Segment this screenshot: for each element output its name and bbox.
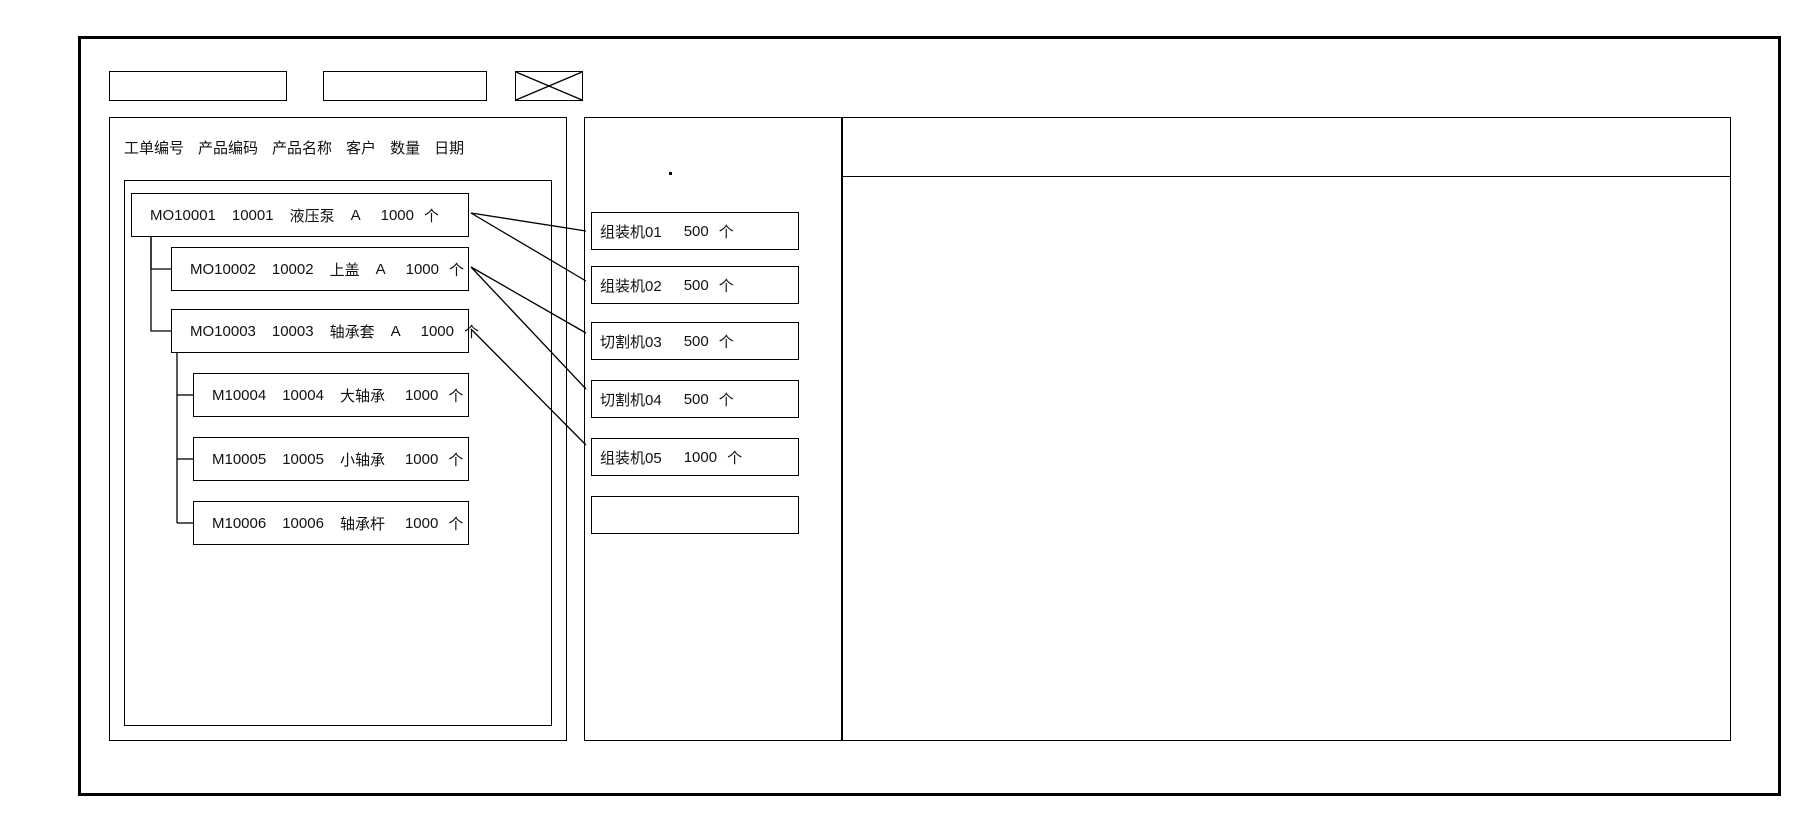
row-part-name: 小轴承 bbox=[339, 451, 385, 469]
row-customer: A bbox=[350, 206, 361, 224]
row-unit: 个 bbox=[449, 261, 465, 279]
orders-column-headers: 工单编号 产品编码 产品名称 客户 数量 日期 bbox=[124, 140, 524, 158]
machine-name: 切割机04 bbox=[600, 391, 662, 409]
table-row[interactable]: M10006 10006 轴承杆 1000 个 bbox=[193, 501, 469, 545]
row-order-no: M10004 bbox=[212, 386, 267, 404]
row-part-code: 10001 bbox=[231, 206, 274, 224]
row-part-code: 10002 bbox=[271, 260, 314, 278]
row-part-name: 液压泵 bbox=[289, 207, 335, 225]
row-part-name: 大轴承 bbox=[339, 387, 385, 405]
machines-panel: 组装机01 500 个 组装机02 500 个 切割机03 500 个 切割机0… bbox=[584, 117, 842, 741]
table-row[interactable]: MO10002 10002 上盖 A 1000 个 bbox=[171, 247, 469, 291]
row-qty: 1000 bbox=[404, 514, 439, 532]
row-qty: 1000 bbox=[404, 450, 439, 468]
row-order-no: MO10003 bbox=[190, 322, 256, 340]
list-item[interactable]: 切割机04 500 个 bbox=[591, 380, 799, 418]
toolbar-field-1[interactable] bbox=[109, 71, 287, 101]
row-part-code: 10003 bbox=[271, 322, 314, 340]
row-part-code: 10006 bbox=[282, 514, 324, 532]
row-part-name: 轴承杆 bbox=[339, 515, 385, 533]
detail-panel bbox=[842, 117, 1731, 741]
machine-unit: 个 bbox=[718, 277, 734, 295]
table-row[interactable]: MO10003 10003 轴承套 A 1000 个 bbox=[171, 309, 479, 353]
application-window: 工单编号 产品编码 产品名称 客户 数量 日期 bbox=[78, 36, 1781, 796]
row-qty: 1000 bbox=[405, 260, 439, 278]
machines-panel-marker bbox=[669, 172, 672, 175]
row-order-no: MO10001 bbox=[150, 206, 216, 224]
column-header-qty: 数量 bbox=[390, 140, 421, 157]
toolbar-field-2[interactable] bbox=[323, 71, 487, 101]
row-part-code: 10004 bbox=[282, 386, 324, 404]
machine-unit: 个 bbox=[718, 223, 734, 241]
machine-unit: 个 bbox=[727, 449, 743, 467]
column-header-part-code: 产品编码 bbox=[198, 140, 259, 157]
row-customer: A bbox=[390, 322, 401, 340]
column-header-date: 日期 bbox=[434, 140, 465, 157]
machine-name: 切割机03 bbox=[600, 333, 662, 351]
row-qty: 1000 bbox=[420, 322, 454, 340]
detail-header-divider bbox=[843, 176, 1730, 177]
column-header-part-name: 产品名称 bbox=[272, 140, 333, 157]
row-unit: 个 bbox=[448, 515, 464, 533]
machine-qty: 1000 bbox=[683, 448, 718, 466]
machine-qty: 500 bbox=[683, 222, 709, 240]
machine-unit: 个 bbox=[718, 391, 734, 409]
orders-tree[interactable]: MO10001 10001 液压泵 A 1000 个 MO10002 10002… bbox=[124, 180, 552, 726]
table-row[interactable]: MO10001 10001 液压泵 A 1000 个 bbox=[131, 193, 469, 237]
row-unit: 个 bbox=[448, 451, 464, 469]
row-part-name: 上盖 bbox=[329, 261, 360, 279]
machine-qty: 500 bbox=[683, 332, 709, 350]
machine-name: 组装机05 bbox=[600, 449, 662, 467]
row-qty: 1000 bbox=[380, 206, 414, 224]
row-part-name: 轴承套 bbox=[329, 323, 375, 341]
machine-name: 组装机01 bbox=[600, 223, 662, 241]
row-qty: 1000 bbox=[404, 386, 439, 404]
list-item-empty[interactable] bbox=[591, 496, 799, 534]
machine-unit: 个 bbox=[718, 333, 734, 351]
list-item[interactable]: 组装机05 1000 个 bbox=[591, 438, 799, 476]
row-order-no: M10006 bbox=[212, 514, 267, 532]
table-row[interactable]: M10005 10005 小轴承 1000 个 bbox=[193, 437, 469, 481]
list-item[interactable]: 组装机02 500 个 bbox=[591, 266, 799, 304]
toolbar bbox=[109, 69, 583, 103]
row-order-no: M10005 bbox=[212, 450, 267, 468]
orders-panel: 工单编号 产品编码 产品名称 客户 数量 日期 bbox=[109, 117, 567, 741]
row-customer: A bbox=[375, 260, 386, 278]
machine-qty: 500 bbox=[683, 276, 709, 294]
column-header-customer: 客户 bbox=[346, 140, 377, 157]
list-item[interactable]: 切割机03 500 个 bbox=[591, 322, 799, 360]
machine-qty: 500 bbox=[683, 390, 709, 408]
row-order-no: MO10002 bbox=[190, 260, 256, 278]
toolbar-close-button[interactable] bbox=[515, 71, 583, 101]
machine-name: 组装机02 bbox=[600, 277, 662, 295]
row-unit: 个 bbox=[448, 387, 464, 405]
list-item[interactable]: 组装机01 500 个 bbox=[591, 212, 799, 250]
column-header-order-no: 工单编号 bbox=[124, 140, 185, 157]
row-unit: 个 bbox=[424, 207, 440, 225]
cross-box-icon bbox=[516, 72, 582, 100]
row-part-code: 10005 bbox=[282, 450, 324, 468]
table-row[interactable]: M10004 10004 大轴承 1000 个 bbox=[193, 373, 469, 417]
row-unit: 个 bbox=[464, 323, 480, 341]
